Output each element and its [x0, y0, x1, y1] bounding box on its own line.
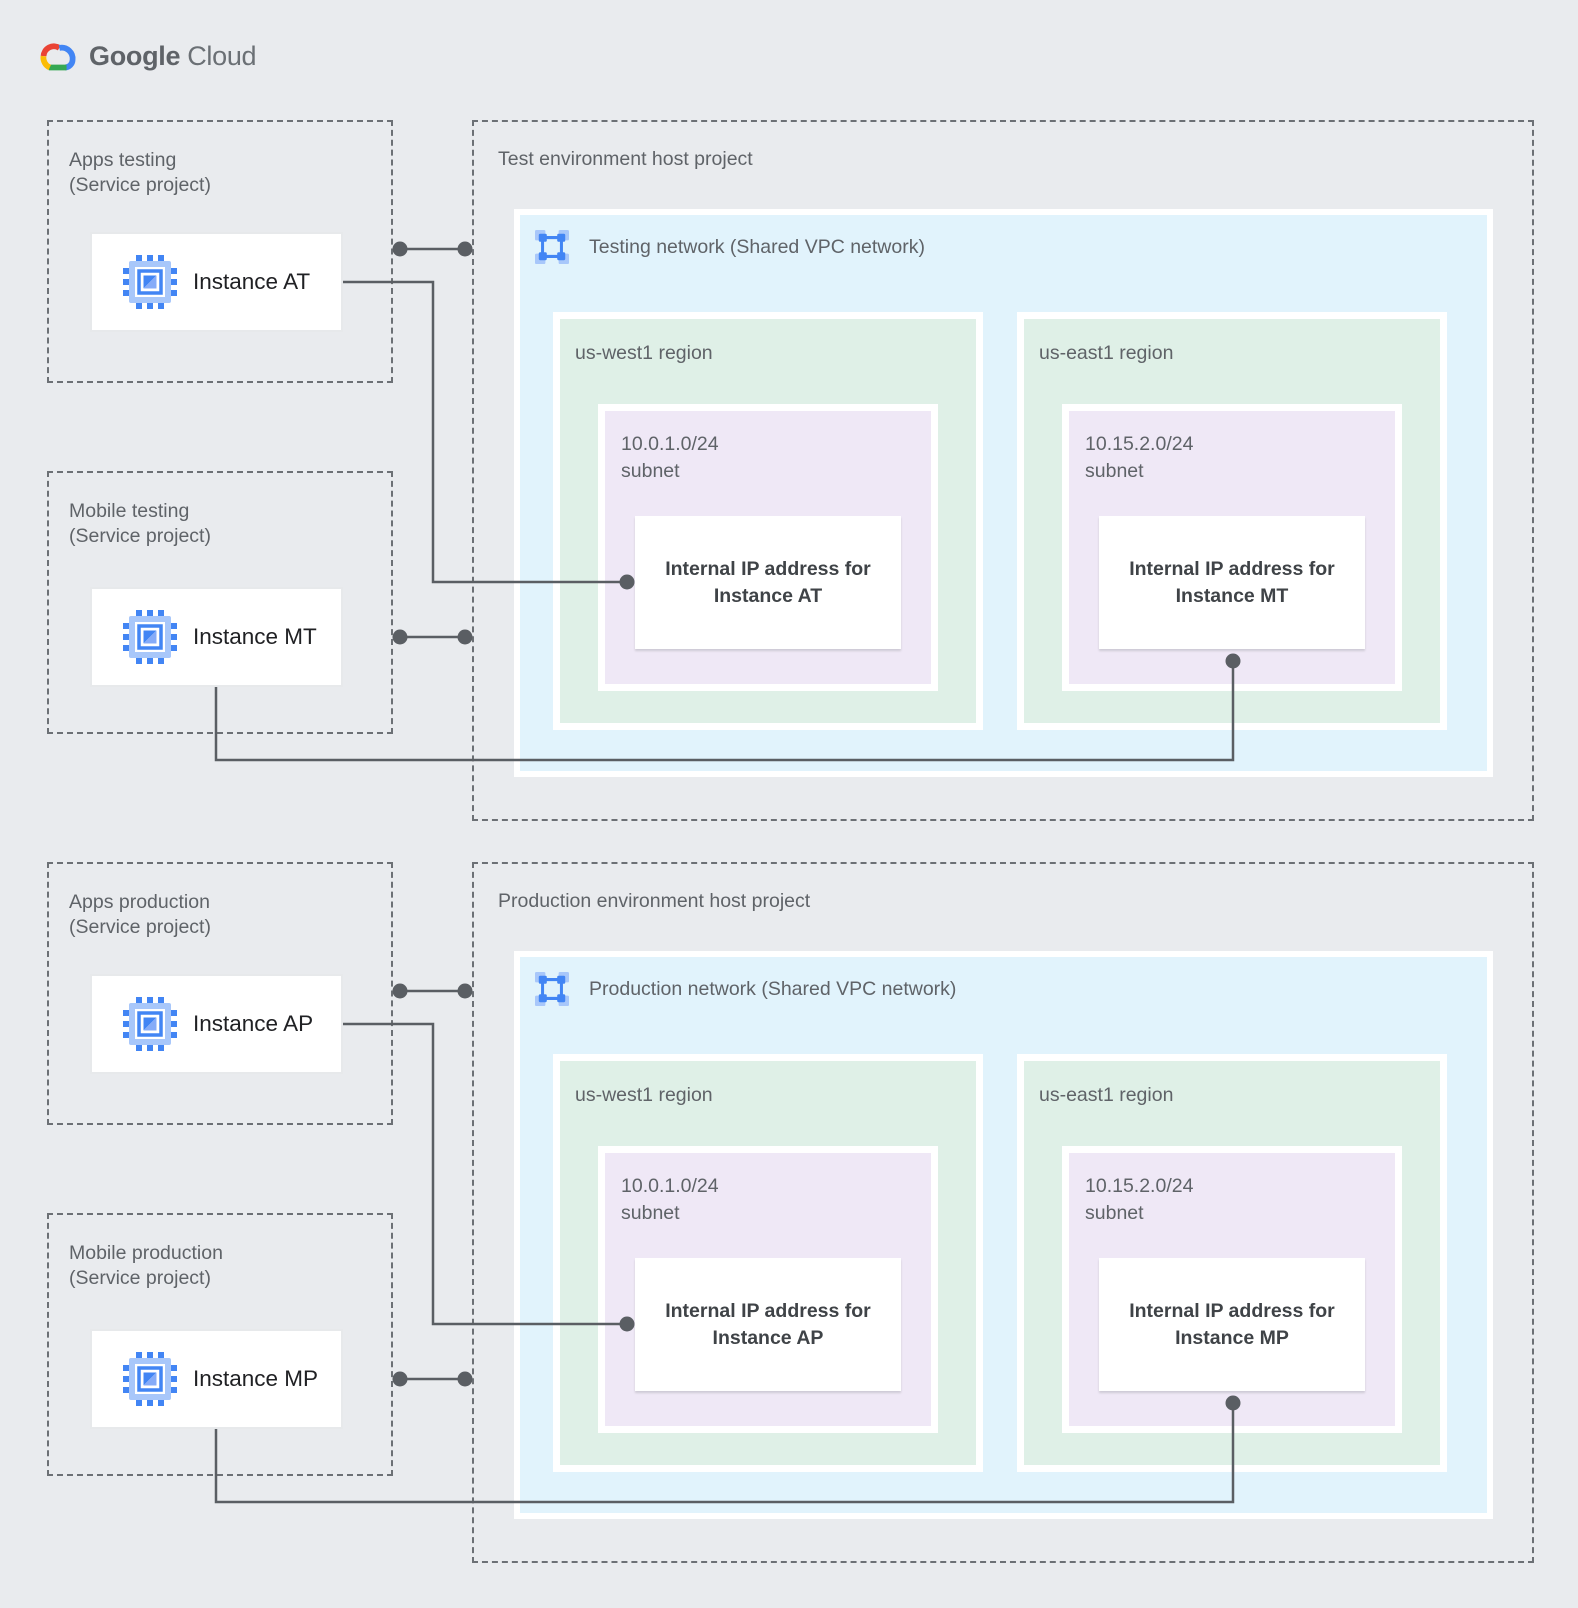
connector-dot — [457, 629, 473, 645]
region-label: us-west1 region — [575, 1084, 713, 1106]
region-us-west1: us-west1 region 10.0.1.0/24 subnet Inter… — [553, 1054, 983, 1472]
vpc-network-icon — [535, 230, 569, 264]
ip-text-line2: Instance MT — [1175, 584, 1289, 607]
ip-text-line2: Instance MP — [1175, 1326, 1289, 1349]
connector-dot — [392, 983, 408, 999]
instance-label: Instance AT — [193, 269, 311, 294]
vpc-network-icon — [535, 972, 569, 1006]
apps-production-service-project-box: Apps production (Service project) — [47, 862, 393, 1125]
network-label: Production network (Shared VPC network) — [589, 977, 957, 1000]
subnet-word: subnet — [621, 1202, 680, 1224]
subnet-cidr: 10.15.2.0/24 — [1085, 433, 1194, 455]
instance-ap-card: Instance AP — [90, 974, 343, 1074]
region-label: us-east1 region — [1039, 342, 1174, 364]
test-environment-group: Apps testing (Service project) Mobile te… — [0, 120, 1578, 830]
service-title-line2: (Service project) — [69, 174, 211, 196]
internal-ip-text: Internal IP address for Instance MT — [1129, 556, 1335, 610]
subnet-label: 10.15.2.0/24 subnet — [1085, 1173, 1193, 1227]
region-us-west1: us-west1 region 10.0.1.0/24 subnet Inter… — [553, 312, 983, 730]
connector-dot — [392, 629, 408, 645]
compute-engine-icon — [123, 1352, 177, 1406]
service-title-line1: Apps production — [69, 891, 210, 913]
instance-label: Instance AP — [193, 1011, 314, 1036]
instance-label: Instance MP — [193, 1366, 319, 1391]
ip-text-line1: Internal IP address for — [1129, 1299, 1335, 1322]
connector-dot — [457, 1371, 473, 1387]
internal-ip-text: Internal IP address for Instance AP — [665, 1298, 871, 1352]
service-title-line2: (Service project) — [69, 1267, 211, 1289]
subnet-box: 10.15.2.0/24 subnet Internal IP address … — [1062, 1146, 1402, 1433]
subnet-box: 10.15.2.0/24 subnet Internal IP address … — [1062, 404, 1402, 691]
test-host-project-box: Test environment host project Testing ne… — [472, 120, 1534, 821]
ip-text-line1: Internal IP address for — [665, 1299, 871, 1322]
ip-text-line2: Instance AP — [712, 1326, 824, 1349]
connector-dot — [457, 983, 473, 999]
internal-ip-box: Internal IP address for Instance MP — [1099, 1258, 1365, 1391]
host-project-title: Production environment host project — [498, 890, 811, 912]
service-title-line2: (Service project) — [69, 525, 211, 547]
compute-engine-icon — [123, 255, 177, 309]
internal-ip-text: Internal IP address for Instance MP — [1129, 1298, 1335, 1352]
subnet-label: 10.15.2.0/24 subnet — [1085, 431, 1193, 485]
connector-dot — [457, 241, 473, 257]
subnet-word: subnet — [1085, 1202, 1144, 1224]
region-label: us-west1 region — [575, 342, 713, 364]
logo-word-google: Google — [89, 41, 181, 71]
internal-ip-box: Internal IP address for Instance AP — [635, 1258, 901, 1391]
production-network-box: Production network (Shared VPC network) … — [514, 951, 1493, 1519]
service-project-title: Mobile production (Service project) — [69, 1241, 223, 1291]
subnet-box: 10.0.1.0/24 subnet Internal IP address f… — [598, 404, 938, 691]
instance-label: Instance MT — [193, 624, 317, 649]
testing-network-box: Testing network (Shared VPC network) us-… — [514, 209, 1493, 777]
internal-ip-box: Internal IP address for Instance MT — [1099, 516, 1365, 649]
instance-at-card: Instance AT — [90, 232, 343, 332]
network-header: Production network (Shared VPC network) — [535, 972, 956, 1006]
region-label: us-east1 region — [1039, 1084, 1174, 1106]
service-title-line2: (Service project) — [69, 916, 211, 938]
connector-dot — [392, 1371, 408, 1387]
connector-dot — [392, 241, 408, 257]
region-us-east1: us-east1 region 10.15.2.0/24 subnet Inte… — [1017, 312, 1447, 730]
subnet-word: subnet — [621, 460, 680, 482]
service-title-line1: Mobile testing — [69, 500, 190, 522]
subnet-cidr: 10.15.2.0/24 — [1085, 1175, 1194, 1197]
production-host-project-box: Production environment host project Prod… — [472, 862, 1534, 1563]
apps-testing-service-project-box: Apps testing (Service project) — [47, 120, 393, 383]
region-us-east1: us-east1 region 10.15.2.0/24 subnet Inte… — [1017, 1054, 1447, 1472]
service-title-line1: Apps testing — [69, 149, 177, 171]
internal-ip-text: Internal IP address for Instance AT — [665, 556, 871, 610]
internal-ip-box: Internal IP address for Instance AT — [635, 516, 901, 649]
compute-engine-icon — [123, 610, 177, 664]
instance-mp-card: Instance MP — [90, 1329, 343, 1429]
service-project-title: Mobile testing (Service project) — [69, 499, 211, 549]
subnet-cidr: 10.0.1.0/24 — [621, 433, 719, 455]
logo-word-cloud: Cloud — [187, 41, 257, 71]
subnet-word: subnet — [1085, 460, 1144, 482]
subnet-cidr: 10.0.1.0/24 — [621, 1175, 719, 1197]
service-project-title: Apps production (Service project) — [69, 890, 211, 940]
ip-text-line2: Instance AT — [713, 584, 823, 607]
ip-text-line1: Internal IP address for — [665, 557, 871, 580]
subnet-box: 10.0.1.0/24 subnet Internal IP address f… — [598, 1146, 938, 1433]
compute-engine-icon — [123, 997, 177, 1051]
google-cloud-logo-icon — [33, 38, 79, 75]
subnet-label: 10.0.1.0/24 subnet — [621, 431, 719, 485]
production-environment-group: Apps production (Service project) Mobile… — [0, 862, 1578, 1572]
service-title-line1: Mobile production — [69, 1242, 223, 1264]
ip-text-line1: Internal IP address for — [1129, 557, 1335, 580]
instance-mt-card: Instance MT — [90, 587, 343, 687]
subnet-label: 10.0.1.0/24 subnet — [621, 1173, 719, 1227]
network-label: Testing network (Shared VPC network) — [589, 235, 925, 258]
service-project-title: Apps testing (Service project) — [69, 148, 211, 198]
network-header: Testing network (Shared VPC network) — [535, 230, 925, 264]
host-project-title: Test environment host project — [498, 148, 753, 170]
